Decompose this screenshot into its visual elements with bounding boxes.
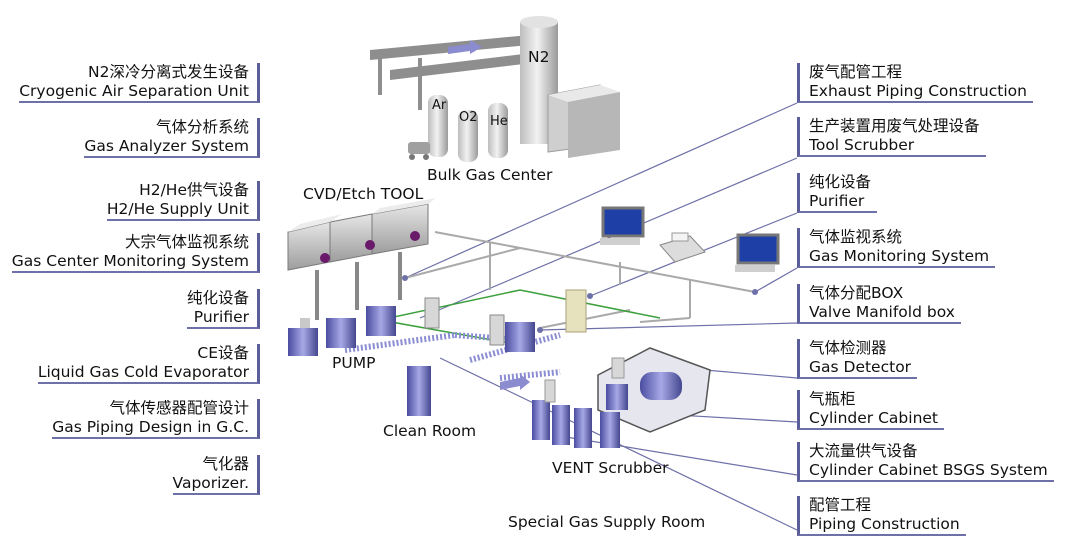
cvd-tool-caption: CVD/Etch TOOL — [303, 185, 424, 203]
label-en: Gas Center Monitoring System — [11, 252, 249, 270]
label-cn: 气化器 — [202, 455, 249, 473]
label-en: Piping Construction — [809, 515, 960, 533]
left-label-gas-piping-design: 气体传感器配管设计 Gas Piping Design in G.C. — [52, 399, 260, 439]
left-label-ce-evaporator: CE设备 Liquid Gas Cold Evaporator — [37, 344, 260, 384]
cvd-etch-tools — [287, 198, 436, 320]
right-label-cylinder-cabinet: 气瓶柜 Cylinder Cabinet — [797, 390, 945, 430]
label-cn: 气体检测器 — [809, 339, 887, 357]
label-cn: 气体分配BOX — [809, 284, 904, 302]
tank-ar-label: Ar — [432, 98, 447, 113]
clean-room-caption: Clean Room — [383, 422, 477, 440]
right-label-tool-scrubber: 生产装置用废气处理设备 Tool Scrubber — [797, 117, 986, 157]
tank-he-label: He — [490, 114, 508, 129]
pumps — [288, 306, 396, 356]
right-label-gas-monitoring: 气体监视系统 Gas Monitoring System — [797, 228, 996, 268]
right-label-bsgs: 大流量供气设备 Cylinder Cabinet BSGS System — [797, 442, 1054, 482]
label-en: H2/He Supply Unit — [106, 200, 249, 218]
vent-scrubber-caption: VENT Scrubber — [552, 459, 669, 477]
label-en: Tool Scrubber — [809, 136, 915, 154]
label-cn: N2深冷分离式发生设备 — [88, 63, 249, 81]
clean-room-equipment — [407, 289, 587, 416]
left-label-gas-center-monitoring: 大宗气体监视系统 Gas Center Monitoring System — [11, 233, 260, 273]
label-cn: 配管工程 — [809, 496, 872, 514]
label-cn: 气体监视系统 — [809, 228, 903, 246]
label-en: Vaporizer. — [172, 474, 249, 492]
label-cn: 纯化设备 — [809, 173, 872, 191]
label-en: Gas Detector — [809, 358, 912, 376]
label-cn: 大宗气体监视系统 — [124, 233, 249, 251]
bulk-gas-center — [370, 16, 620, 162]
tank-n2-label: N2 — [528, 48, 550, 66]
right-label-purifier: 纯化设备 Purifier — [797, 173, 878, 213]
label-en: Liquid Gas Cold Evaporator — [37, 363, 249, 381]
left-label-purifier: 纯化设备 Purifier — [186, 289, 260, 329]
bulk-gas-center-caption: Bulk Gas Center — [427, 166, 553, 184]
flow-arrow-icon — [448, 40, 482, 54]
label-cn: 气体传感器配管设计 — [109, 399, 249, 417]
label-cn: 大流量供气设备 — [809, 442, 918, 460]
left-label-cryogenic: N2深冷分离式发生设备 Cryogenic Air Separation Uni… — [19, 63, 260, 103]
right-label-piping-construction: 配管工程 Piping Construction — [797, 496, 966, 536]
label-cn: 气瓶柜 — [809, 390, 856, 408]
left-label-h2-he-supply: H2/He供气设备 H2/He Supply Unit — [106, 181, 260, 221]
label-en: Cylinder Cabinet — [809, 409, 939, 427]
label-en: Exhaust Piping Construction — [809, 82, 1027, 100]
monitoring-computers — [600, 206, 780, 272]
label-cn: 生产装置用废气处理设备 — [809, 117, 980, 135]
special-gas-room-caption: Special Gas Supply Room — [508, 513, 706, 531]
right-label-exhaust-piping: 废气配管工程 Exhaust Piping Construction — [797, 63, 1033, 103]
vent-ducts — [344, 332, 561, 381]
right-label-gas-detector: 气体检测器 Gas Detector — [797, 339, 918, 379]
tank-o2-label: O2 — [459, 110, 478, 125]
label-cn: 气体分析系统 — [155, 118, 249, 136]
left-label-vaporizer: 气化器 Vaporizer. — [172, 455, 260, 495]
pump-caption: PUMP — [332, 354, 376, 372]
label-cn: 废气配管工程 — [809, 63, 903, 81]
label-cn: 纯化设备 — [186, 289, 249, 307]
label-en: Gas Monitoring System — [809, 247, 990, 265]
gas-piping — [404, 231, 756, 329]
flow-arrow-icon — [500, 374, 530, 390]
left-label-gas-analyzer: 气体分析系统 Gas Analyzer System — [84, 118, 260, 158]
pipe-junctions — [402, 275, 758, 333]
label-en: Valve Manifold box — [809, 303, 955, 321]
label-en: Gas Piping Design in G.C. — [52, 418, 249, 436]
label-en: Cryogenic Air Separation Unit — [19, 82, 249, 100]
label-cn: CE设备 — [197, 344, 249, 362]
right-label-valve-manifold: 气体分配BOX Valve Manifold box — [797, 284, 961, 324]
special-gas-room — [500, 347, 711, 448]
label-en: Purifier — [193, 308, 249, 326]
label-en: Purifier — [809, 192, 865, 210]
label-cn: H2/He供气设备 — [139, 181, 249, 199]
label-en: Gas Analyzer System — [84, 137, 249, 155]
label-en: Cylinder Cabinet BSGS System — [809, 461, 1048, 479]
